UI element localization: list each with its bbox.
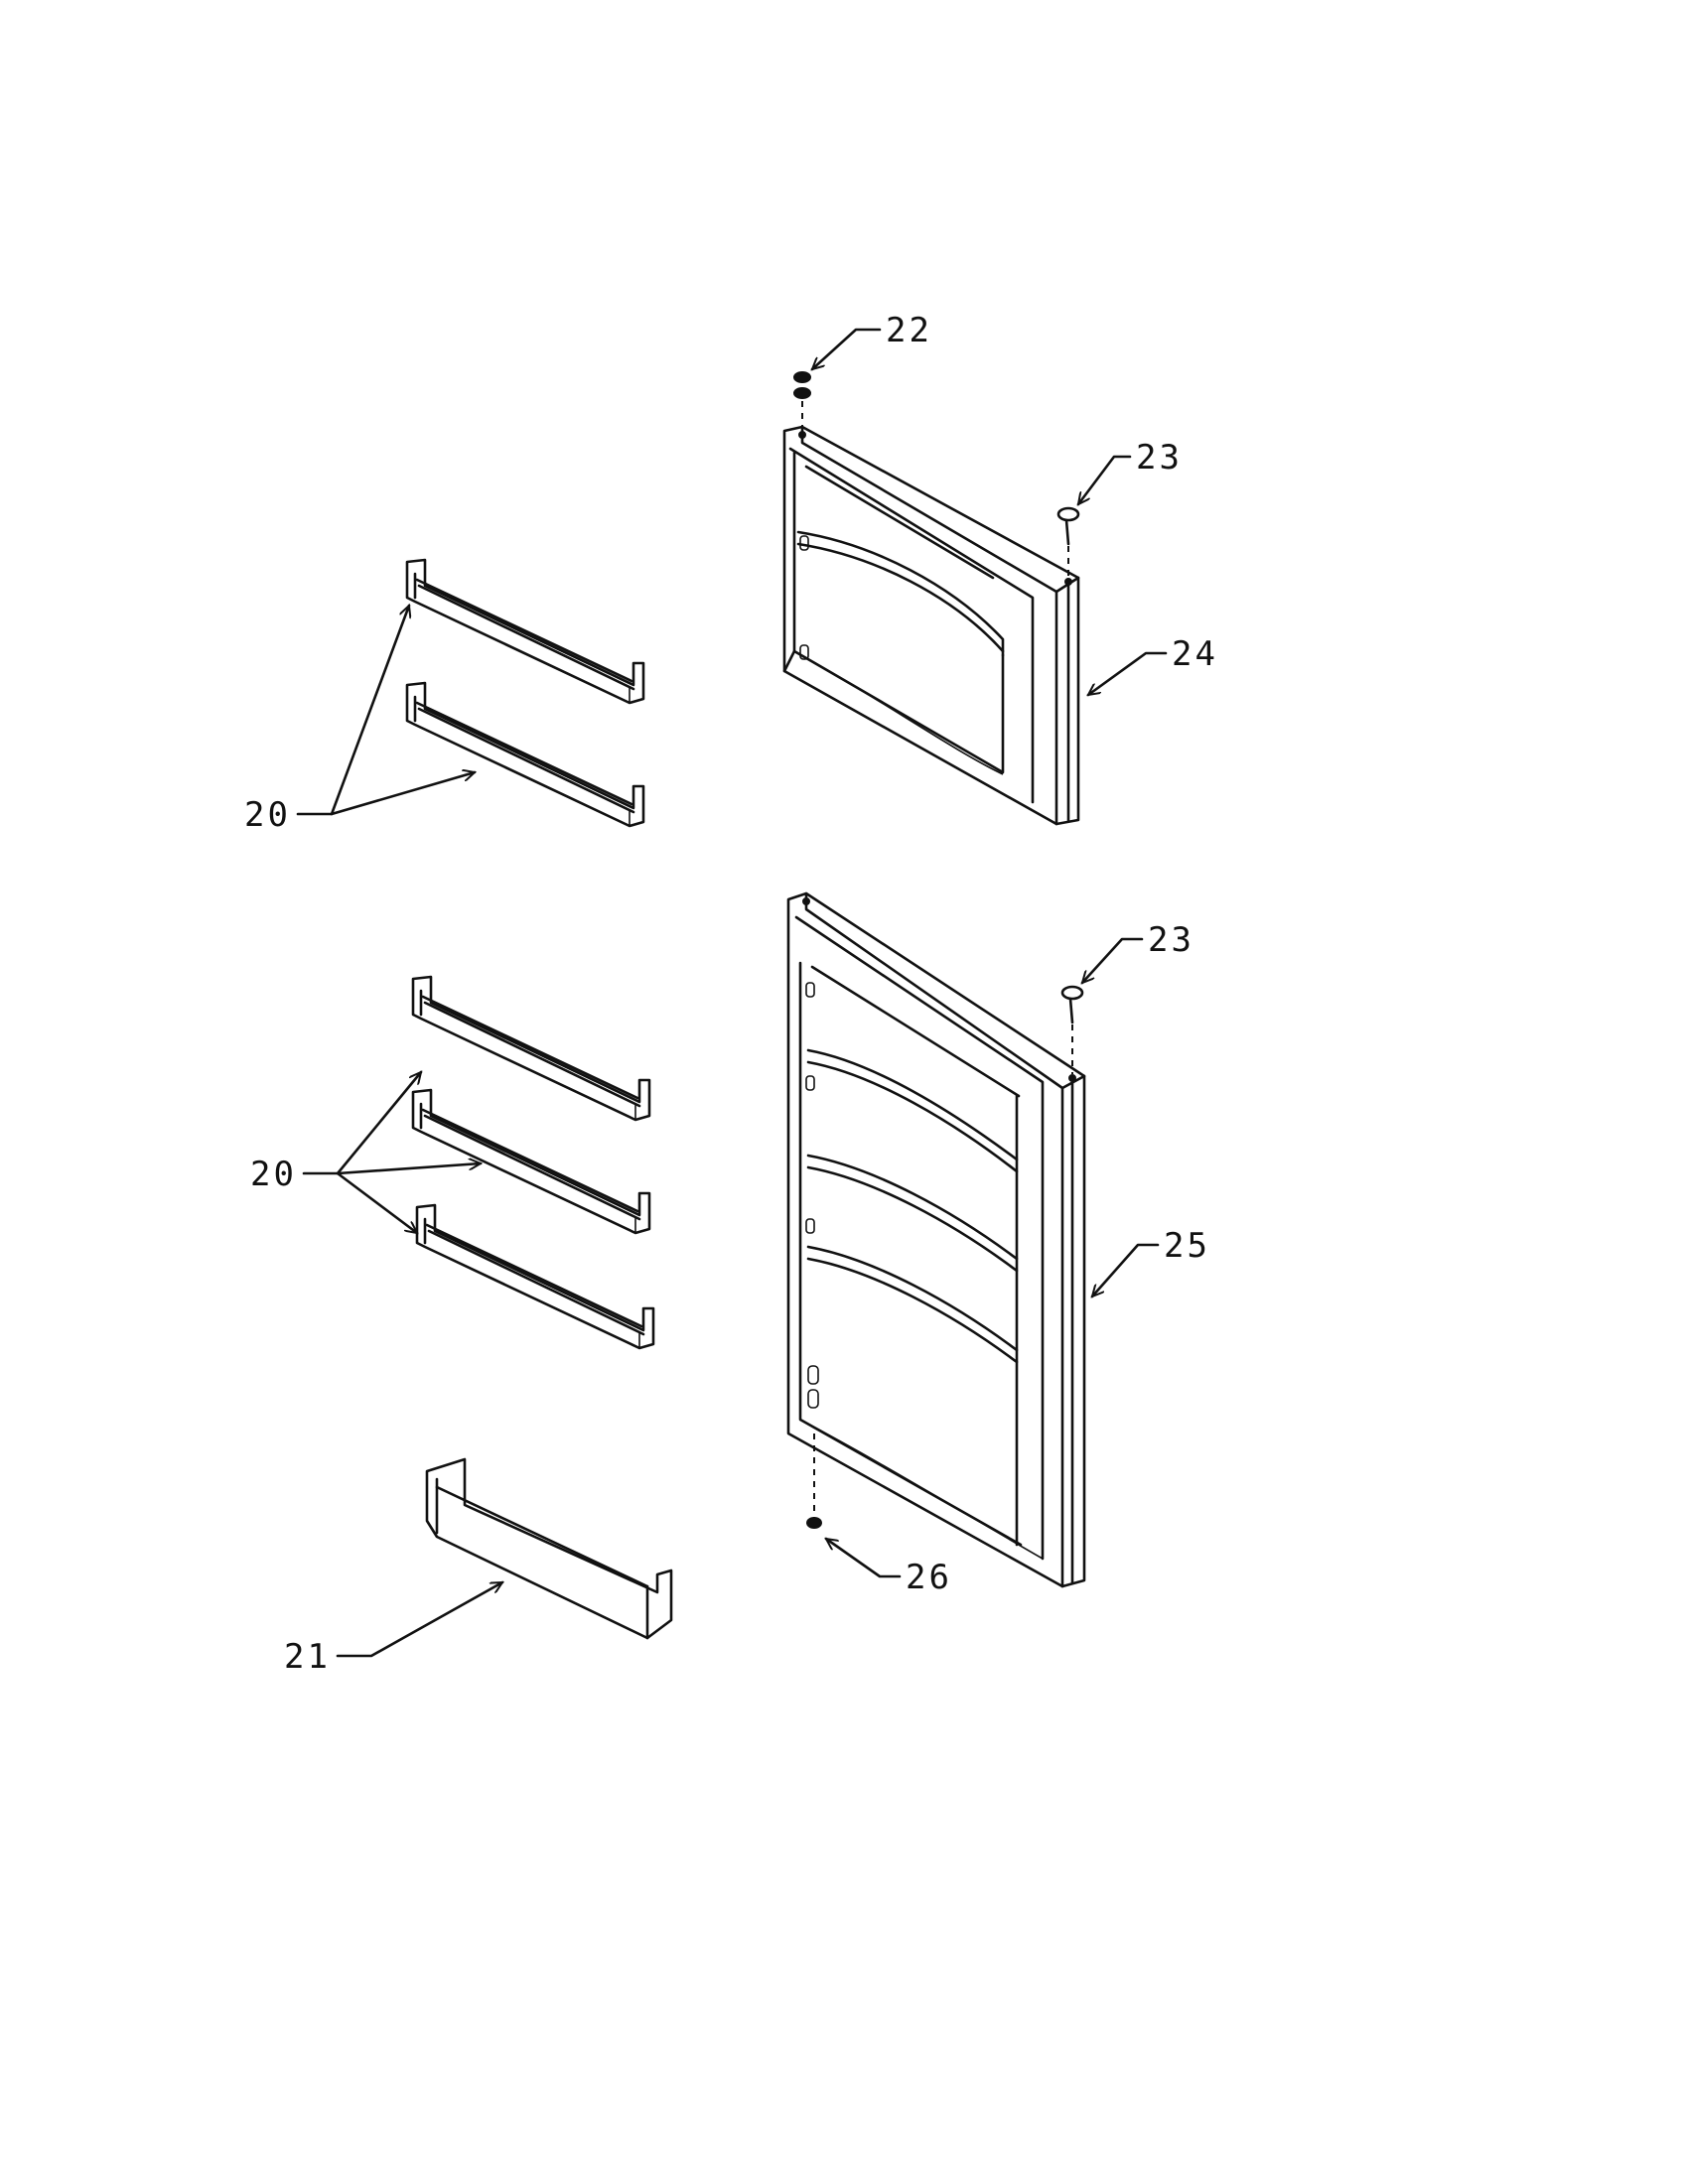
- callout-23-top: 23: [1136, 438, 1183, 478]
- door-bin-5: [415, 1203, 655, 1350]
- door-bin-3: [411, 975, 651, 1122]
- callout-24: 24: [1172, 634, 1218, 674]
- hinge-pin-top: [1056, 506, 1080, 580]
- callout-22: 22: [886, 311, 932, 350]
- callout-26: 26: [906, 1558, 952, 1597]
- hinge-pin-bottom-door: [1060, 985, 1084, 1074]
- callout-25: 25: [1164, 1226, 1210, 1266]
- callout-21: 21: [284, 1637, 331, 1677]
- door-bin-large: [425, 1457, 673, 1640]
- fresh-food-door: [786, 891, 1086, 1588]
- door-bin-1: [405, 558, 645, 705]
- callout-20-bottom: 20: [250, 1155, 297, 1194]
- hinge-bushing-top: [793, 371, 811, 427]
- freezer-door: [782, 425, 1080, 826]
- callout-23-bottom: 23: [1148, 920, 1194, 960]
- hinge-bushing-bottom: [806, 1433, 822, 1529]
- callout-leaders: [296, 328, 1168, 1658]
- callout-20-top: 20: [244, 795, 291, 835]
- door-bin-2: [405, 681, 645, 828]
- door-bin-4: [411, 1088, 651, 1235]
